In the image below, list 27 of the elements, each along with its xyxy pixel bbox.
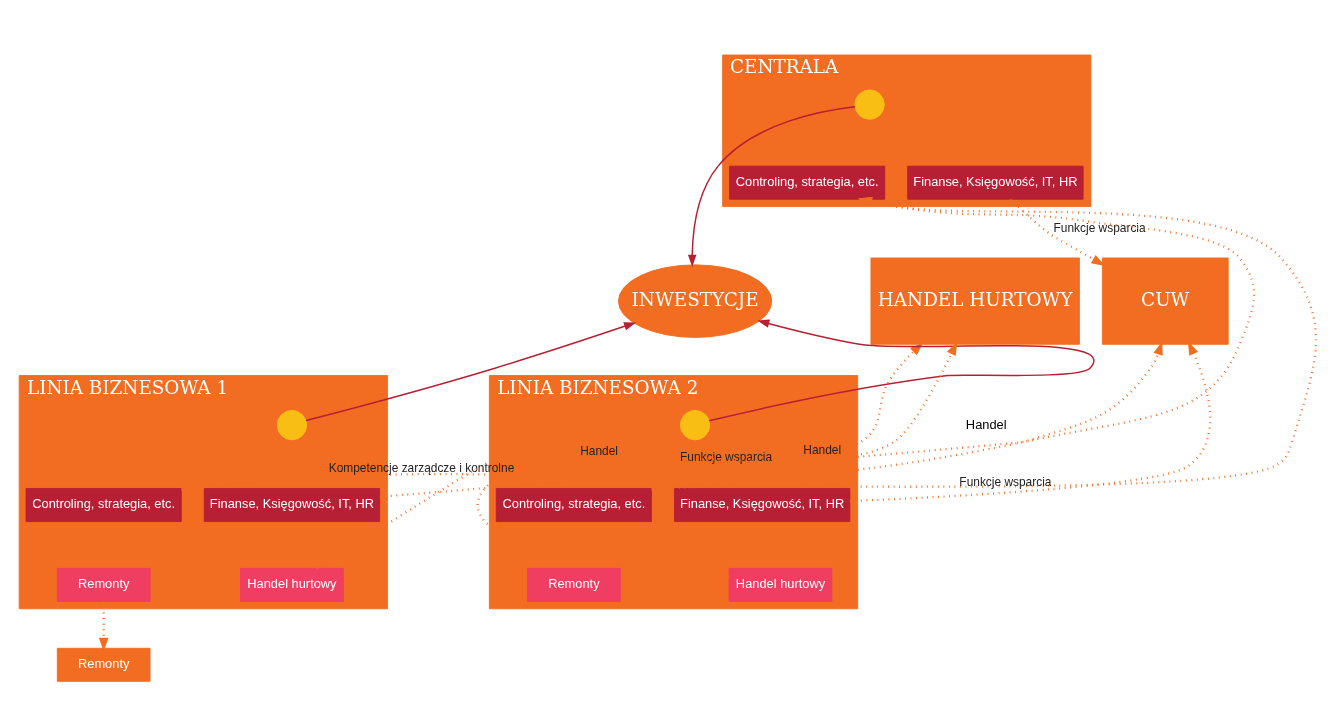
edge-label: Handel xyxy=(580,443,618,458)
edge-label: Funkcje wsparcia xyxy=(959,474,1052,489)
node-box: Finanse, Księgowość, IT, HR xyxy=(203,487,381,522)
node-box: HANDEL HURTOWY xyxy=(870,257,1080,345)
node-box: Controling, strategia, etc. xyxy=(729,165,886,200)
label: Handel xyxy=(965,416,1007,432)
node-box: Remonty xyxy=(56,647,151,682)
node-box: Remonty xyxy=(56,567,151,602)
node-box: Controling, strategia, etc. xyxy=(25,487,182,522)
arrow xyxy=(687,105,856,267)
node-circle xyxy=(276,409,308,440)
node-circle xyxy=(679,409,711,440)
node-box: Finanse, Księgowość, IT, HR xyxy=(673,487,851,522)
node-box: CUW xyxy=(1101,257,1229,345)
edge-label: Handel xyxy=(803,442,842,457)
edge-label: Funkcje wsparcia xyxy=(680,449,773,464)
arrow xyxy=(316,341,924,569)
node-box: Controling, strategia, etc. xyxy=(495,487,652,522)
arrow xyxy=(1009,197,1106,266)
node-box: Remonty xyxy=(527,567,621,602)
node-box: Handel hurtowy xyxy=(728,567,833,602)
arrow xyxy=(305,321,637,421)
node-box: Handel hurtowy xyxy=(240,567,344,602)
node-box: Finanse, Księgowość, IT, HR xyxy=(907,165,1084,200)
node-circle xyxy=(854,88,885,120)
edge-label: Funkcje wsparcia xyxy=(1053,220,1146,235)
arrow xyxy=(708,319,1095,421)
